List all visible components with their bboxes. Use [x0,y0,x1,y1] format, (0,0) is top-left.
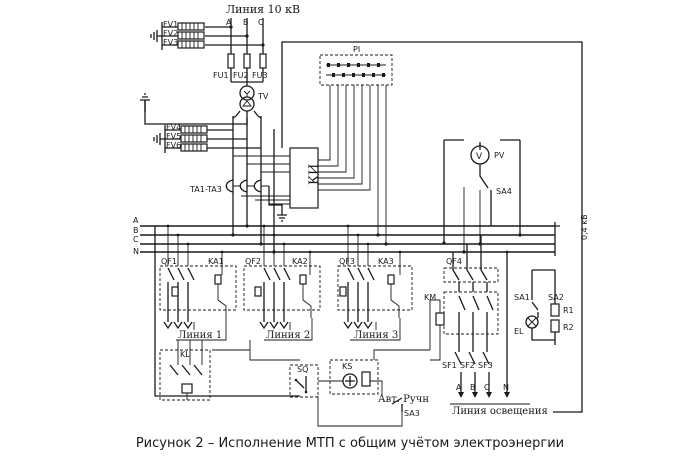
out-a-label: A [456,383,462,392]
tv-label: TV [257,92,269,101]
phase-a-top-label: A [226,18,232,27]
current-transformers-ta1-ta3: TA1-TA3 [189,179,287,222]
relay-ks: KS Авт. Ручн SA3 [317,349,430,427]
hv-input-section: Линия 10 кВ A B C FV1 FV2 FV3 FU1 [140,3,300,252]
line-2-label: Линия 2 [266,330,310,341]
voltmeter-section: V PV SA4 [281,41,583,413]
sa3-label: SA3 [404,409,420,418]
line-3-label: Линия 3 [354,330,398,341]
fu2-label: FU2 [233,71,249,80]
line-10kv-label: Линия 10 кВ [226,3,300,16]
km-label: KM [424,293,436,302]
qf1-label: QF1 [161,257,177,266]
pi-label: PI [353,45,360,54]
line-1-label: Линия 1 [178,330,222,341]
fv5-label: FV5 [166,132,181,141]
r1-label: R1 [563,306,574,315]
arrester-fv4-fv6: FV4 FV5 FV6 [153,123,261,153]
phase-c-top-label: C [258,18,264,27]
sa4-label: SA4 [496,187,512,196]
ta-label: TA1-TA3 [189,185,222,194]
bus-c-label: C [133,235,139,244]
sa1-label: SA1 [514,293,530,302]
illumination-control: SA1 SA2 R1 R2 EL [514,269,574,345]
meter-pi: PI [318,45,393,244]
ka1-label: KA1 [208,257,224,266]
sa2-label: SA2 [548,293,564,302]
fuses-fu1-fu3: FU1 FU2 FU3 [213,53,268,80]
sf3-label: SF3 [478,361,493,370]
line-lighting-label: Линия освещения [452,406,548,417]
feeder-line-2: QF2 KA2 Линия 2 [243,224,321,341]
feeder-line-3: QF3 KA3 Линия 3 [337,224,413,341]
el-label: EL [514,327,524,336]
fu1-label: FU1 [213,71,229,80]
pv-symbol: V [476,152,483,162]
transformer-tv: TV [140,81,269,129]
fv1-label: FV1 [163,20,178,29]
ki-label: КИ [307,164,322,185]
phase-b-top-label: B [243,18,249,27]
qf2-label: QF2 [245,257,261,266]
fv3-label: FV3 [163,38,178,47]
out-c-label: C [484,383,490,392]
kv04-label: 0,4 кВ [580,214,589,240]
lighting-section: QF4 KM SF1 SF2 SF3 A B C N Линия освещен… [424,235,548,417]
terminal-block-ki: КИ [233,147,322,209]
arrester-fv1-fv3: FV1 FV2 FV3 [150,20,205,50]
avt-ruch-label: Авт. Ручн [378,394,429,405]
sq-label: SQ [297,365,308,374]
ka3-label: KA3 [378,257,394,266]
kl-label: KL [180,350,190,359]
out-b-label: B [470,383,476,392]
out-n-label: N [503,383,509,392]
bus-a-label: A [133,216,139,225]
qf3-label: QF3 [339,257,355,266]
fv2-label: FV2 [163,29,178,38]
figure-caption: Рисунок 2 – Исполнение МТП с общим учёто… [136,436,564,451]
bus-b-label: B [133,226,139,235]
ks-label: KS [342,362,352,371]
fv6-label: FV6 [166,141,181,150]
fv4-label: FV4 [166,123,181,132]
r2-label: R2 [563,323,574,332]
pv-label: PV [494,151,505,160]
feeder-line-1: QF1 KA1 Линия 1 [159,224,237,341]
fu3-label: FU3 [252,71,268,80]
sf2-label: SF2 [460,361,475,370]
relay-kl: KL [154,226,300,401]
qf4-label: QF4 [446,257,462,266]
bus-n-label: N [133,247,139,256]
switch-sq: SQ [289,364,319,398]
ka2-label: KA2 [292,257,308,266]
sf1-label: SF1 [442,361,457,370]
